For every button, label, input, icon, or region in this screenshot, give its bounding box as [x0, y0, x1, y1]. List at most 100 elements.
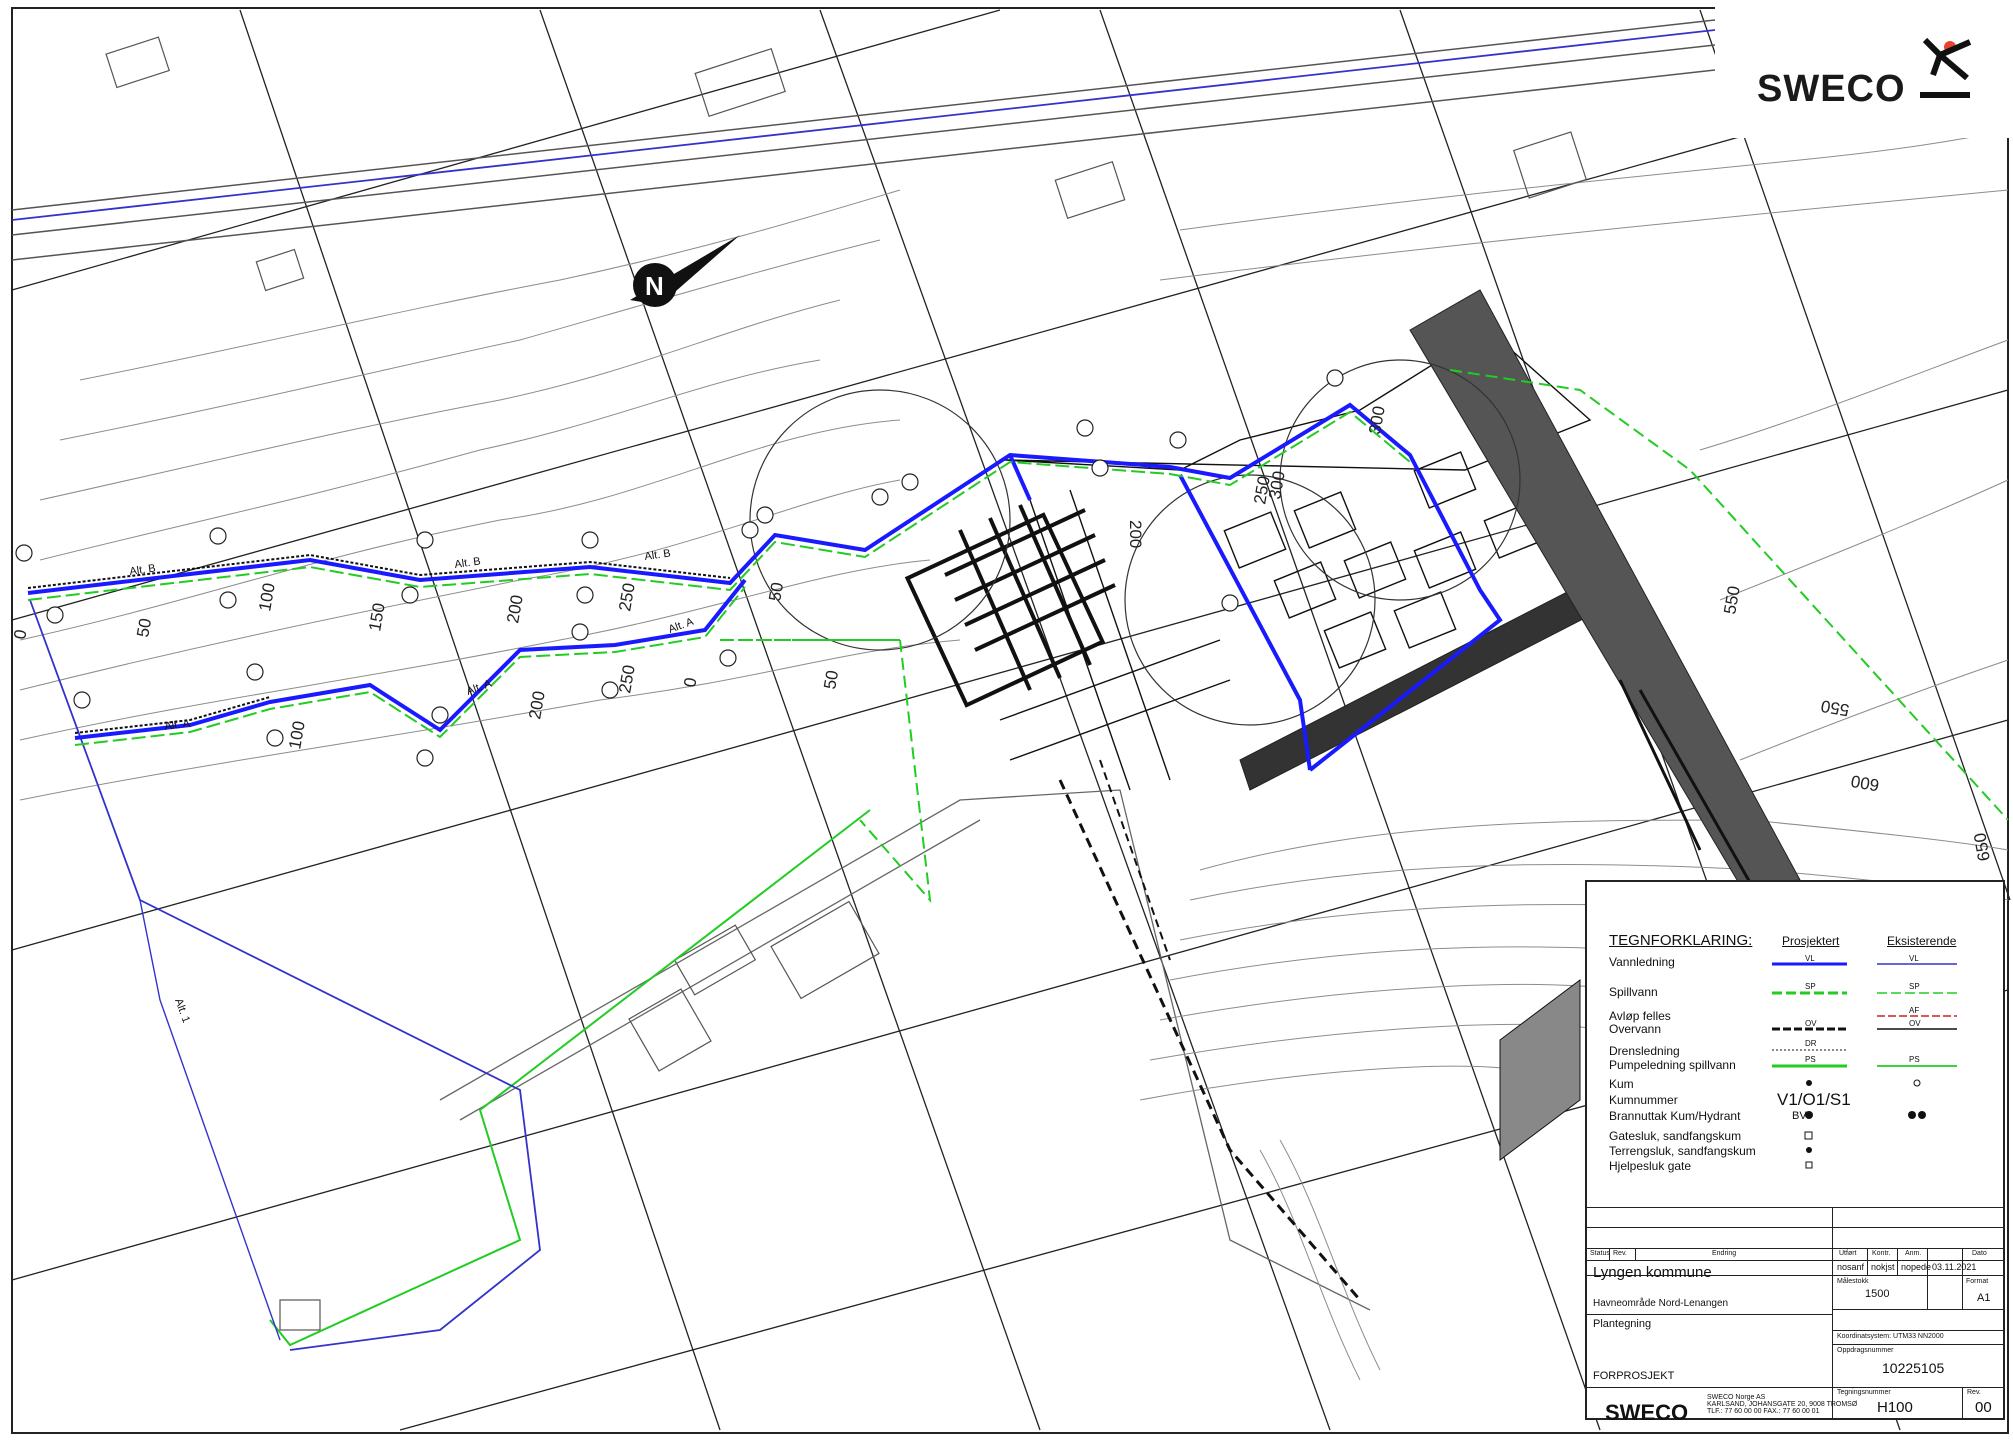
tb-rev-header: Rev.: [1613, 1250, 1627, 1257]
svg-text:100: 100: [255, 581, 279, 612]
legend-code-bv: BV: [1792, 1110, 1807, 1122]
svg-text:50: 50: [133, 617, 155, 639]
tb-company-logo: SWECO: [1605, 1400, 1689, 1425]
harbor-structures: [904, 289, 1801, 1301]
existing-water-main: [11, 29, 1716, 221]
water-projected: [27, 402, 1503, 772]
tb-project: Havneområde Nord-Lenangen: [1593, 1298, 1729, 1309]
legend-code-sp-existing: SP: [1909, 982, 1920, 991]
tb-drawing-type: Plantegning: [1593, 1318, 1652, 1330]
north-label: N: [645, 271, 664, 301]
tb-status-header: Status: [1590, 1250, 1610, 1257]
tb-company-line-3: TLF.: 77 60 00 00 FAX.: 77 60 00 01: [1707, 1408, 1820, 1415]
svg-text:200: 200: [503, 593, 527, 624]
sweco-logo-text: SWECO: [1757, 68, 1906, 110]
buildings: [105, 36, 1588, 1331]
svg-text:300: 300: [1265, 469, 1289, 500]
legend-row-terrain-gully: Terrengsluk, sandfangskum: [1609, 1144, 1756, 1158]
svg-text:0: 0: [680, 676, 700, 689]
water-existing-alt1: [139, 899, 281, 1341]
tb-approved-header: Anm.: [1905, 1250, 1922, 1257]
svg-text:250: 250: [1250, 474, 1274, 505]
legend-row-aux-gully: Hjelpesluk gate: [1609, 1159, 1692, 1173]
tb-description-header: Endring: [1712, 1250, 1737, 1257]
legend-code-vl-existing: VL: [1909, 954, 1919, 963]
wastewater-projected: [27, 410, 1411, 746]
svg-text:50: 50: [765, 581, 787, 603]
runoff-projected: [27, 553, 731, 734]
legend-row-hydrant: Brannuttak Kum/Hydrant: [1609, 1109, 1741, 1123]
legend-code-ov: OV: [1805, 1019, 1817, 1028]
tb-scale: 1500: [1865, 1288, 1890, 1300]
tb-prepared: nosanf: [1837, 1262, 1865, 1272]
wastewater-existing: [720, 369, 2009, 904]
svg-text:Alt. B: Alt. B: [129, 562, 157, 578]
legend-row-pump: Pumpeledning spillvann: [1609, 1058, 1736, 1072]
tb-company-line-2: KARLSAND, JOHANSGATE 20, 9008 TROMSØ: [1707, 1401, 1858, 1408]
tb-rev-label: Rev.: [1967, 1389, 1981, 1396]
svg-text:50: 50: [820, 669, 842, 691]
legend-col-existing: Eksisterende: [1887, 934, 1957, 948]
tb-phase: FORPROSJEKT: [1593, 1370, 1675, 1382]
legend-row-manhole-number: Kumnummer: [1609, 1093, 1678, 1107]
north-arrow: N: [630, 235, 740, 307]
legend-samples: [1772, 962, 1957, 1169]
legend-code-sp: SP: [1805, 982, 1816, 991]
legend-code-af-existing: AF: [1909, 1006, 1920, 1015]
svg-text:Alt. A: Alt. A: [465, 678, 494, 698]
svg-text:200: 200: [525, 689, 549, 720]
legend-row-gully: Gatesluk, sandfangskum: [1609, 1129, 1742, 1143]
svg-text:650: 650: [1970, 831, 1994, 862]
svg-text:250: 250: [615, 663, 639, 694]
svg-text:250: 250: [615, 581, 639, 612]
legend-code-dr: DR: [1805, 1039, 1817, 1048]
legend-code-ov-existing: OV: [1909, 1019, 1921, 1028]
legend-code-vl: VL: [1805, 954, 1815, 963]
road-main: [11, 19, 1716, 261]
svg-text:150: 150: [365, 601, 389, 632]
svg-text:600: 600: [1849, 771, 1880, 795]
tb-date: 03.11.2021: [1932, 1262, 1977, 1272]
tb-format-label: Format: [1966, 1278, 1989, 1285]
tb-approved: nopede: [1901, 1262, 1932, 1272]
svg-text:0: 0: [10, 628, 30, 641]
tb-company-line-1: SWECO Norge AS: [1707, 1394, 1766, 1401]
tb-prepared-header: Utført: [1839, 1250, 1857, 1257]
tb-format: A1: [1977, 1292, 1991, 1304]
legend-title-block: TEGNFORKLARING: Prosjektert Eksisterende…: [1585, 880, 2005, 1425]
tb-checked-header: Kontr.: [1872, 1250, 1891, 1257]
tb-checked: nokjst: [1871, 1262, 1895, 1272]
legend-row-combined: Avløp felles: [1609, 1009, 1671, 1023]
logo-area: [1715, 0, 2013, 138]
contour-labels: 50 100 150 200 250 300 50 100 200 250 0 …: [10, 404, 1994, 862]
road-lower-edge: [459, 819, 981, 1121]
tb-coord: Koordinatsystem: UTM33 NN2000: [1837, 1333, 1944, 1340]
svg-text:Alt. B: Alt. B: [644, 547, 672, 563]
tb-oppdrag-label: Oppdragsnummer: [1837, 1347, 1894, 1354]
tb-tegning: H100: [1877, 1399, 1913, 1416]
tb-date-header: Dato: [1972, 1250, 1987, 1257]
svg-text:300: 300: [1365, 404, 1389, 435]
turning-circles: [749, 359, 1521, 726]
svg-text:Alt. 1: Alt. 1: [172, 997, 192, 1025]
legend-title: TEGNFORKLARING:: [1609, 932, 1753, 949]
legend-kum-number: V1/O1/S1: [1777, 1090, 1851, 1109]
legend-row-drain: Drensledning: [1609, 1044, 1680, 1058]
tb-tegning-label: Tegningsnummer: [1837, 1389, 1891, 1396]
tb-client: Lyngen kommune: [1593, 1264, 1712, 1281]
manholes: [15, 369, 1344, 767]
svg-text:100: 100: [285, 719, 309, 750]
svg-text:Alt. A: Alt. A: [164, 717, 192, 733]
water-existing-lower: [29, 599, 541, 1351]
sweco-logo-icon: [1920, 37, 1972, 98]
svg-text:Alt. B: Alt. B: [454, 555, 482, 571]
svg-text:550: 550: [1819, 696, 1850, 720]
tb-scale-label: Målestokk: [1837, 1278, 1869, 1285]
alternative-labels: Alt. B Alt. B Alt. B Alt. A Alt. A Alt. …: [129, 547, 696, 1024]
legend-col-projected: Prosjektert: [1782, 934, 1840, 948]
legend-row-water: Vannledning: [1609, 955, 1675, 969]
legend-row-wastewater: Spillvann: [1609, 985, 1658, 999]
svg-text:200: 200: [1126, 520, 1145, 548]
legend-code-ps-existing: PS: [1909, 1055, 1920, 1064]
